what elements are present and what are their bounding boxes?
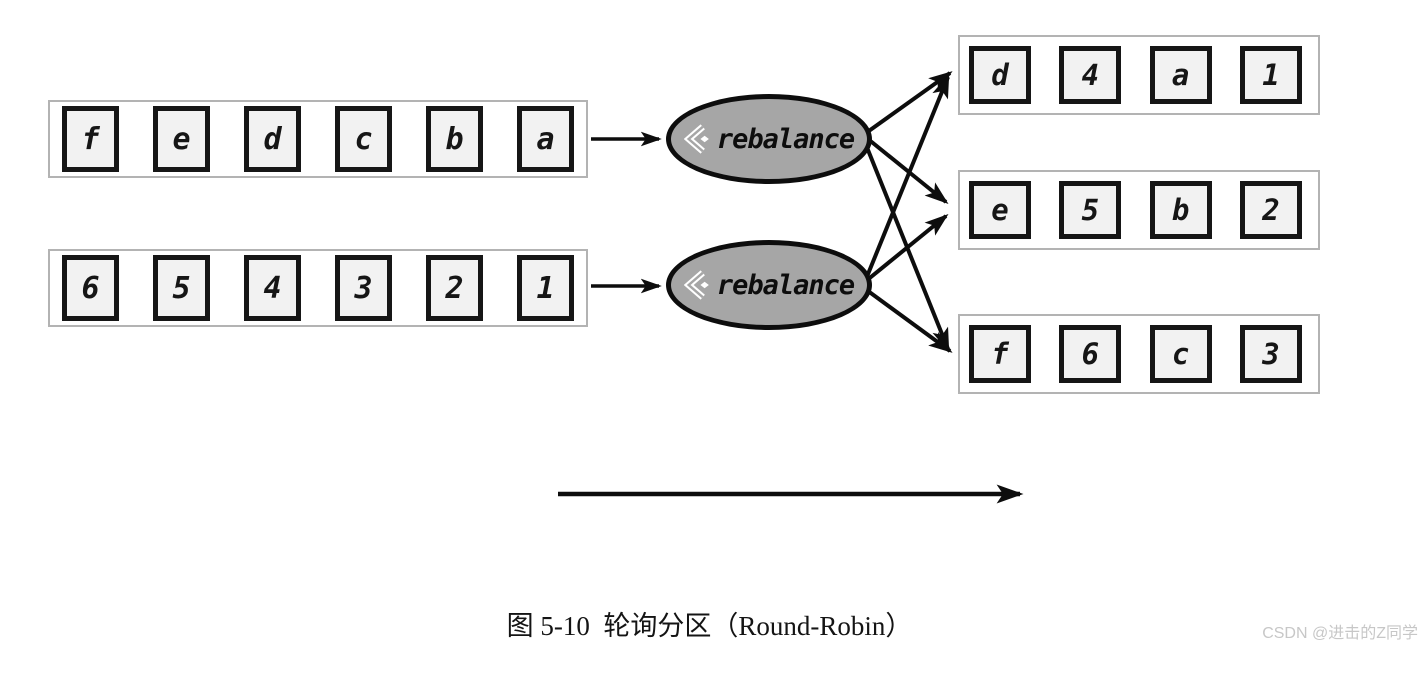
- queue-cell: 2: [1239, 181, 1302, 239]
- figure-caption: 图 5-10 轮询分区（Round-Robin）: [0, 573, 1426, 674]
- queue-cell: 6: [1059, 325, 1122, 383]
- csdn-watermark: CSDN @进击的Z同学: [1262, 625, 1418, 642]
- operator-label: rebalance: [716, 123, 855, 155]
- queue-cell: 5: [1059, 181, 1122, 239]
- double-chevron-left-icon: [683, 124, 714, 154]
- queue-cell: 1: [517, 255, 574, 321]
- queue-cell: d: [244, 106, 301, 172]
- arrow-rebalance1-to-output1: [864, 71, 953, 135]
- operator-label: rebalance: [716, 269, 855, 301]
- queue-cell: 2: [426, 255, 483, 321]
- figure-caption-text: 图 5-10 轮询分区（Round-Robin）: [506, 611, 913, 641]
- queue-cell: 6: [62, 255, 119, 321]
- rebalance-operator-2: rebalance: [666, 240, 872, 330]
- rebalance-operator-1: rebalance: [666, 94, 872, 184]
- queue-cell: 1: [1239, 46, 1302, 104]
- queue-cell: e: [969, 181, 1031, 239]
- queue-cell: a: [517, 106, 574, 172]
- arrow-rebalance1-to-output3: [864, 144, 950, 352]
- queue-cell: c: [335, 106, 392, 172]
- arrow-rebalance2-to-output3: [866, 289, 953, 353]
- double-chevron-left-icon: [683, 270, 714, 300]
- queue-cell: b: [426, 106, 483, 172]
- queue-cell: 5: [153, 255, 210, 321]
- queue-cell: f: [62, 106, 119, 172]
- arrow-rebalance2-to-output2: [864, 213, 949, 283]
- queue-cell: f: [969, 325, 1031, 383]
- queue-cell: d: [969, 46, 1031, 104]
- queue-cell: 4: [1059, 46, 1122, 104]
- queue-cell: 4: [244, 255, 301, 321]
- queue-cell: 3: [335, 255, 392, 321]
- queue-cell: e: [153, 106, 210, 172]
- queue-cell: b: [1149, 181, 1212, 239]
- queue-cell: c: [1149, 325, 1212, 383]
- arrow-rebalance2-to-output1: [864, 74, 950, 280]
- arrow-rebalance1-to-output2: [866, 137, 949, 205]
- queue-cell: a: [1149, 46, 1212, 104]
- queue-cell: 3: [1239, 325, 1302, 383]
